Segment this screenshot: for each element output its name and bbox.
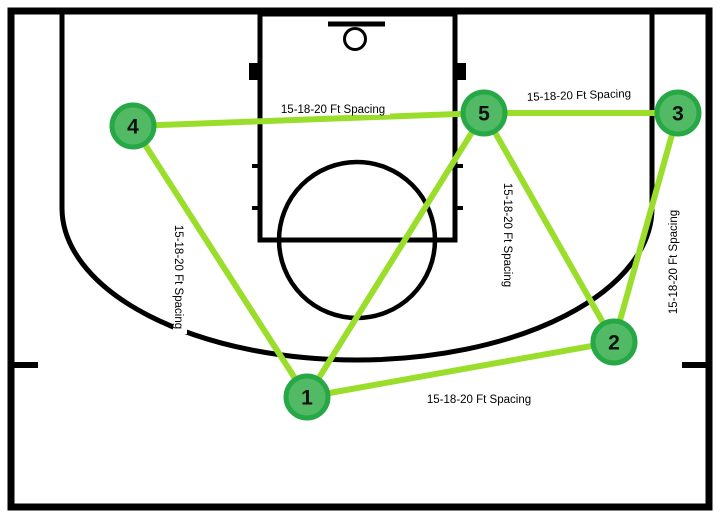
spacing-label-backing xyxy=(422,391,536,405)
spacing-label-text: 15-18-20 Ft Spacing xyxy=(668,210,680,314)
spacing-label-text: 15-18-20 Ft Spacing xyxy=(281,104,385,116)
basketball-rim xyxy=(343,27,367,51)
player-marker-4[interactable]: 4 xyxy=(109,102,157,150)
spacing-label-backing xyxy=(276,101,390,115)
player-marker-1[interactable]: 1 xyxy=(283,373,331,421)
player-circle xyxy=(283,373,331,421)
court-lines xyxy=(7,7,713,511)
spacing-label-4-5: 15-18-20 Ft Spacing xyxy=(276,101,390,116)
spacing-label-4-1: 15-18-20 Ft Spacing xyxy=(172,220,187,334)
spacing-line-2-3 xyxy=(611,110,681,345)
lane-block-left xyxy=(249,63,261,80)
spacing-line-5-2 xyxy=(481,110,617,345)
spacing-label-2-3: 15-18-20 Ft Spacing xyxy=(665,205,680,319)
spacing-line-4-5 xyxy=(130,110,487,129)
player-number: 4 xyxy=(127,116,139,139)
player-marker-3[interactable]: 3 xyxy=(654,89,702,137)
spacing-label-text: 15-18-20 Ft Spacing xyxy=(427,394,531,406)
spacing-label-text: 15-18-20 Ft Spacing xyxy=(501,183,513,287)
spacing-label-5-3: 15-18-20 Ft Spacing xyxy=(521,85,637,104)
spacing-line-4-1 xyxy=(130,123,310,400)
spacing-label-backing xyxy=(521,85,637,103)
player-marker-5[interactable]: 5 xyxy=(460,89,508,137)
free-throw-lane xyxy=(257,11,458,243)
player-markers: 1 2 3 4 5 xyxy=(109,89,702,421)
player-circle xyxy=(109,102,157,150)
player-circle xyxy=(654,89,702,137)
spacing-label-backing xyxy=(502,178,516,292)
spacing-label-5-2: 15-18-20 Ft Spacing xyxy=(501,178,516,292)
spacing-line-1-5 xyxy=(304,110,487,400)
spacing-lines xyxy=(130,110,681,400)
player-number: 1 xyxy=(301,387,313,410)
player-circle xyxy=(590,318,638,366)
spacing-label-1-2: 15-18-20 Ft Spacing xyxy=(422,391,536,406)
player-circle xyxy=(460,89,508,137)
player-number: 3 xyxy=(672,103,684,126)
spacing-label-text: 15-18-20 Ft Spacing xyxy=(172,225,184,329)
three-point-line xyxy=(59,14,655,363)
player-number: 2 xyxy=(608,332,620,355)
spacing-label-backing xyxy=(665,205,679,319)
player-number: 5 xyxy=(478,103,490,126)
spacing-line-1-2 xyxy=(304,339,617,400)
court-boundary xyxy=(7,7,713,511)
spacing-labels: 15-18-20 Ft Spacing 15-18-20 Ft Spacing 15… xyxy=(172,85,680,406)
spacing-label-text: 15-18-20 Ft Spacing xyxy=(527,88,632,104)
lane-block-right xyxy=(454,63,466,80)
player-marker-2[interactable]: 2 xyxy=(590,318,638,366)
spacing-label-backing xyxy=(173,220,187,334)
